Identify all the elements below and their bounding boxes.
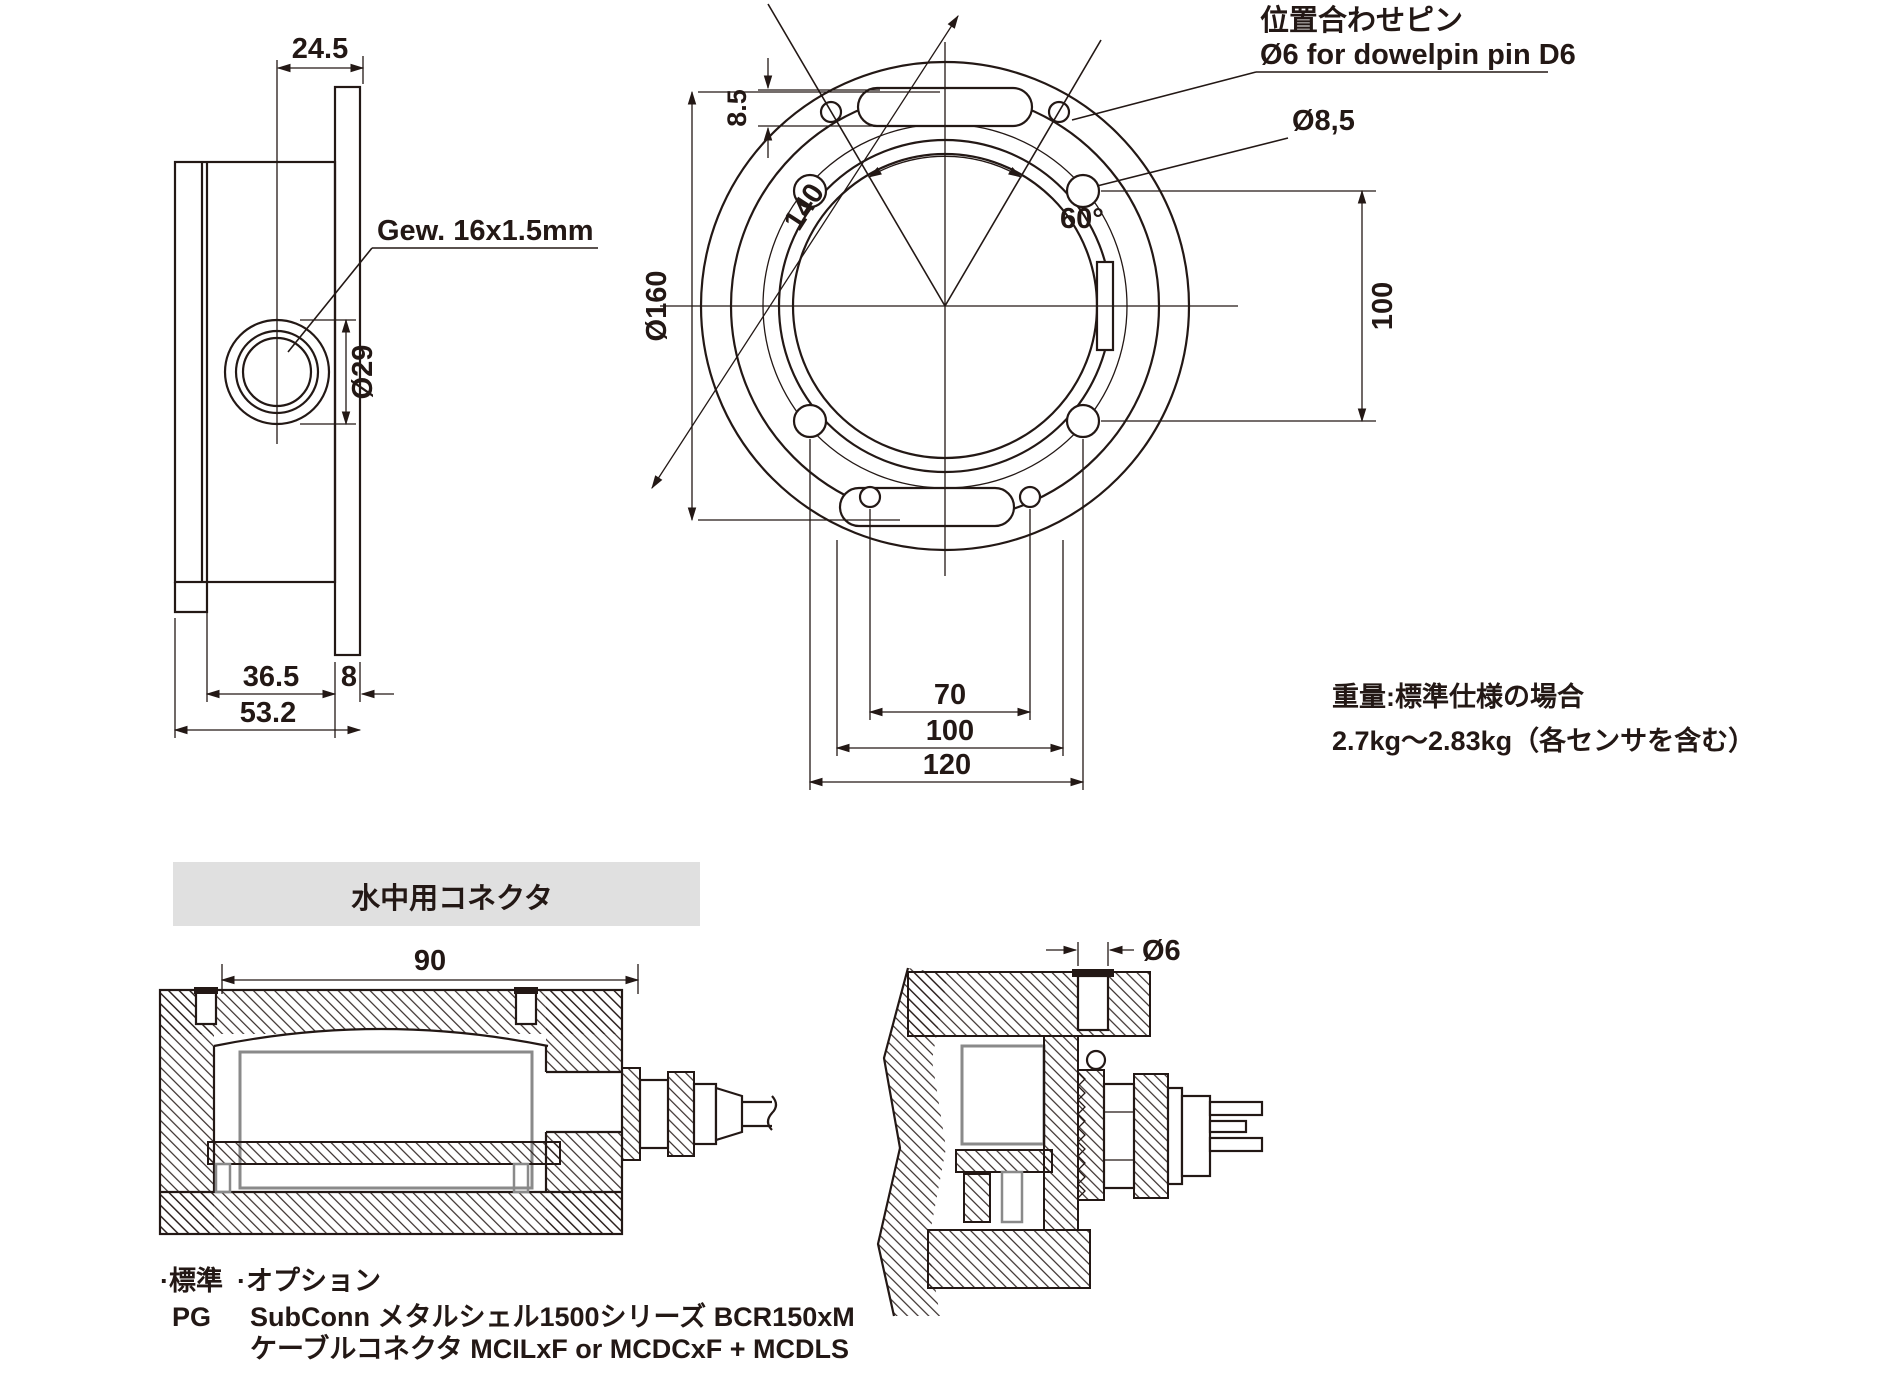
bolt-hole bbox=[1065, 173, 1101, 209]
bolt-recess bbox=[514, 988, 538, 1026]
bolt-hole-label: Ø8,5 bbox=[1096, 105, 1355, 187]
bolt-hole bbox=[1065, 403, 1101, 439]
dowel-pin-label-en: Ø6 for dowelpin pin D6 bbox=[1260, 39, 1576, 71]
dowel-pin-label-jp: 位置合わせピン bbox=[1260, 3, 1463, 37]
flange-section-bottom bbox=[927, 1229, 1091, 1289]
connector-bore bbox=[546, 1072, 622, 1132]
dim-90-text: 90 bbox=[414, 945, 446, 977]
dim-pin-6-text: Ø6 bbox=[1142, 935, 1181, 967]
front-bottom-dims: 70 100 120 bbox=[808, 439, 1085, 790]
housing-cross-section bbox=[158, 987, 778, 1236]
thread-label: Gew. 16x1.5mm bbox=[287, 215, 598, 353]
dim-boss-text: Ø29 bbox=[347, 345, 379, 400]
connector-body bbox=[1180, 1094, 1212, 1178]
dim-24-5: 24.5 bbox=[276, 33, 365, 84]
dim-hole-text: Ø8,5 bbox=[1292, 105, 1355, 137]
dim-100-bottom-text: 100 bbox=[926, 715, 974, 747]
flange-wall bbox=[1043, 1035, 1079, 1231]
weight-note: 重量:標準仕様の場合 2.7kg〜2.83kg（各センサを含む） bbox=[1332, 681, 1755, 756]
section-header-band bbox=[173, 862, 700, 926]
dim-53-2-text: 53.2 bbox=[240, 697, 296, 729]
legend-standard-label: ·標準 bbox=[160, 1265, 223, 1296]
dim-angle-60: 60° bbox=[767, 3, 1104, 307]
legend-option-label: ·オプション bbox=[237, 1266, 381, 1296]
legend-standard-value: PG bbox=[172, 1302, 211, 1332]
cable-break-line bbox=[766, 1095, 778, 1131]
side-view: 24.5 Gew. 16x1.5mm Ø29 36.5 8 53.2 bbox=[173, 33, 598, 738]
spacer-block bbox=[963, 1173, 991, 1223]
plate-detail bbox=[955, 1149, 1053, 1173]
dim-120-text: 120 bbox=[923, 749, 971, 781]
side-foot-step bbox=[173, 582, 209, 614]
gland-nut bbox=[1133, 1073, 1169, 1199]
dowel-recess bbox=[1076, 974, 1110, 1032]
dim-60-text: 60° bbox=[1060, 203, 1104, 235]
pin-detail-view: Ø6 bbox=[876, 935, 1264, 1317]
bolt-head bbox=[194, 987, 218, 994]
legend-option-line1: SubConn メタルシェル1500シリーズ BCR150xM bbox=[250, 1301, 855, 1332]
dim-8-5-text: 8.5 bbox=[722, 89, 752, 127]
dim-height-100: 100 bbox=[1101, 189, 1399, 423]
mounting-plate bbox=[207, 1141, 561, 1165]
dowel-hole bbox=[858, 485, 882, 509]
plate-leg-detail bbox=[1000, 1170, 1024, 1224]
connector-pin bbox=[1208, 1100, 1264, 1117]
o-ring bbox=[1085, 1049, 1107, 1071]
legend-option-line2: ケーブルコネクタ MCILxF or MCDCxF + MCDLS bbox=[250, 1333, 849, 1364]
connector-pin bbox=[1208, 1119, 1248, 1134]
weight-note-line2: 2.7kg〜2.83kg（各センサを含む） bbox=[1332, 725, 1755, 756]
dowel-hole bbox=[1018, 485, 1042, 509]
dim-70-text: 70 bbox=[934, 679, 966, 711]
sensor-module bbox=[238, 1050, 534, 1190]
dim-36-5-text: 36.5 bbox=[243, 661, 299, 693]
bolt-hole bbox=[792, 403, 828, 439]
plate-leg bbox=[214, 1162, 232, 1194]
dim-90: 90 bbox=[220, 945, 640, 994]
thread-label-text: Gew. 16x1.5mm bbox=[377, 215, 594, 247]
section-header-text: 水中用コネクタ bbox=[351, 882, 553, 915]
side-flange-plate bbox=[333, 85, 362, 657]
dim-160-text: Ø160 bbox=[641, 271, 673, 342]
dim-100-right-text: 100 bbox=[1367, 282, 1399, 330]
connector-pin bbox=[1208, 1136, 1264, 1153]
thread-zigzag bbox=[1077, 1071, 1086, 1199]
bolt-recess bbox=[194, 988, 218, 1026]
front-view: 60° 8.5 140 Ø160 100 位置合わせピン Ø6 bbox=[641, 3, 1576, 790]
weight-note-line1: 重量:標準仕様の場合 bbox=[1332, 681, 1584, 712]
bulkhead-connector bbox=[1077, 1069, 1264, 1201]
dim-pin-6: Ø6 bbox=[1046, 935, 1181, 967]
bolt-head bbox=[514, 987, 538, 994]
sensor-module-detail bbox=[960, 1044, 1046, 1146]
legend: ·標準 ·オプション PG SubConn メタルシェル1500シリーズ BCR… bbox=[160, 1265, 855, 1364]
dowel-pin-label: 位置合わせピン Ø6 for dowelpin pin D6 bbox=[1071, 3, 1576, 121]
dim-8-text: 8 bbox=[341, 661, 357, 693]
dim-boss-diameter: Ø29 bbox=[300, 318, 379, 426]
connector-section: 水中用コネクタ 90 bbox=[158, 862, 778, 1236]
cable-gland bbox=[621, 1067, 778, 1161]
dim-outer-160: Ø160 bbox=[641, 90, 940, 522]
side-bottom-dims: 36.5 8 53.2 bbox=[173, 590, 394, 738]
dowel-seat bbox=[1072, 969, 1114, 977]
dim-24-5-text: 24.5 bbox=[292, 33, 348, 65]
flange-section-top bbox=[907, 971, 1151, 1037]
plate-leg bbox=[512, 1162, 530, 1194]
